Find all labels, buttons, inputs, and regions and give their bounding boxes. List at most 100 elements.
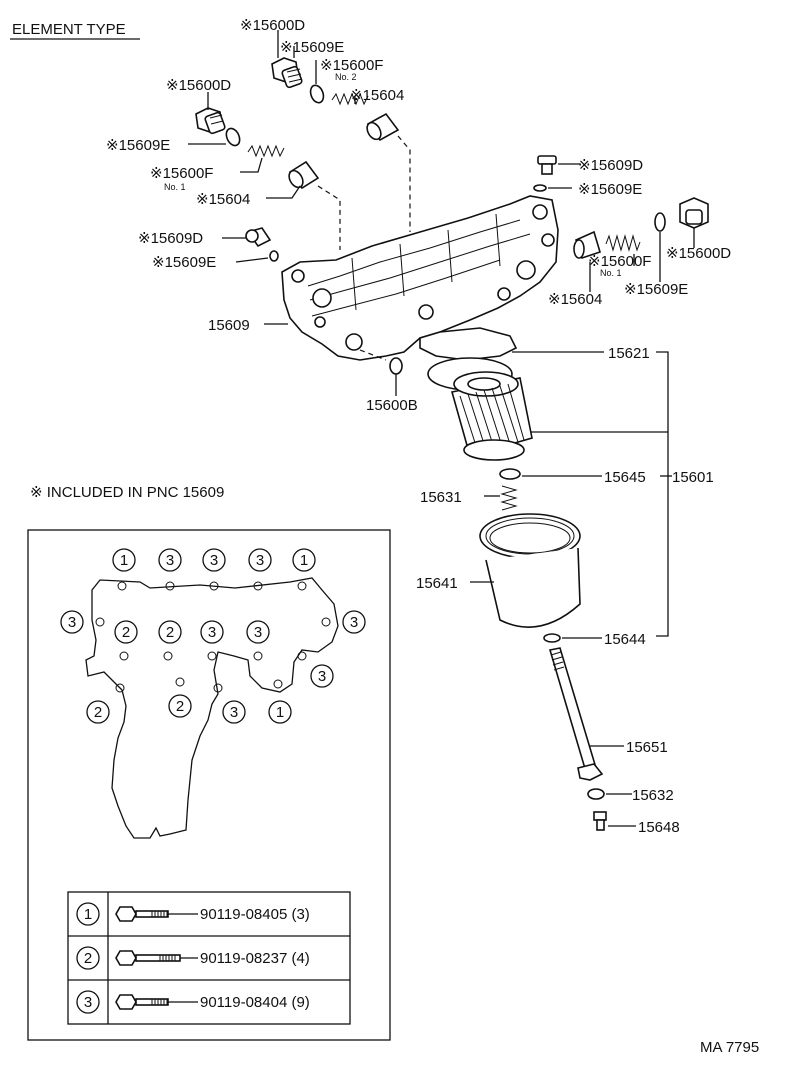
label-15609d-left: ※15609D [138,230,203,247]
header: ELEMENT TYPE [10,21,140,40]
bolt-row-mark-3-text: 3 [84,994,92,1011]
bolt-row-1: 1 90119-08405 (3) [76,902,310,926]
gasket-bolt-holes [95,581,331,693]
plug-15600d-left [195,107,226,135]
label-15632: 15632 [632,787,674,804]
assembly-line-left [317,185,341,250]
gasket-mark-bottom-3: 3 [222,700,246,724]
label-15600f-no1-right: ※15600F [588,253,651,270]
label-15604-right: ※15604 [548,291,602,308]
gasket-mark-bottom-2: 2 [168,694,192,718]
gasket-15609e-right [533,184,547,192]
included-note: ※ INCLUDED IN PNC 15609 [30,484,224,501]
bolt-part-number: 90119-08405 (3) [200,906,310,923]
piston-15604-right [573,230,601,260]
bolt-row-mark-1: 1 [76,902,100,926]
gasket-mark-top-3-text: 3 [210,552,218,569]
gasket-mark-top-2: 3 [158,548,182,572]
label-15609: 15609 [208,317,250,334]
center-bolt-15651 [548,647,604,781]
label-no1-left: No. 1 [164,182,186,192]
label-15644: 15644 [604,631,646,648]
label-15609e-left2: ※15609E [152,254,216,271]
gasket-mark-bottom-4-text: 1 [276,704,284,721]
label-15651: 15651 [626,739,668,756]
gasket-mark-top-2-text: 3 [166,552,174,569]
gasket-mark-bottom-1: 2 [86,700,110,724]
gasket-mark-top-5-text: 1 [300,552,308,569]
label-15609e-right: ※15609E [578,181,642,198]
piston-15604-left [288,160,320,190]
piston-15604-top [366,112,400,142]
spring-15600f-no1-right [605,234,641,252]
bolt-part-number: 90119-08237 (4) [200,950,310,967]
gasket-15609e-top [309,84,325,104]
label-15609d-right: ※15609D [578,157,643,174]
bracket-15601 [656,351,669,637]
gasket-mark-mid-4: 3 [246,620,270,644]
spring-15631 [500,485,518,511]
plug-15609d-left [245,227,272,248]
gasket-15609e-right2 [654,212,666,232]
label-15609e-top: ※15609E [280,39,344,56]
gasket-mark-top-3: 3 [202,548,226,572]
plug-15600d-top [271,57,303,89]
bolt-icon [115,950,181,966]
label-15600b: 15600B [366,397,418,414]
drain-plug-15648 [593,811,607,831]
label-15600d-left: ※15600D [166,77,231,94]
gasket-mark-top-1-text: 1 [120,552,128,569]
relief-valve-no1-right-group: ※15600F No. 1 ※15600D ※15604 ※15609E [548,197,731,308]
gasket-mark-top-5: 1 [292,548,316,572]
plug-group-right: ※15609D ※15609E [533,155,643,198]
o-ring-15600b [359,349,403,396]
bolt-icon [115,994,169,1010]
relief-valve-no1-left-group: ※15600D ※15609E ※15600F No. 1 ※15604 [106,77,341,250]
leader-15604-left [266,185,301,199]
label-no1-right: No. 1 [600,268,622,278]
label-15600f-no1-left: ※15600F [150,165,213,182]
label-15604-top: ※15604 [350,87,404,104]
gasket-mark-top-1: 1 [112,548,136,572]
filter-element-15621 [427,357,533,461]
gasket-15632 [587,788,605,800]
label-15645: 15645 [604,469,646,486]
label-15600d-top: ※15600D [240,17,305,34]
gasket-mark-mid-2: 2 [158,620,182,644]
gasket-mark-mid-3: 3 [200,620,224,644]
gasket-mark-bottom-4: 1 [268,700,292,724]
bolt-row-mark-2-text: 2 [84,950,92,967]
assembly-line-top [397,135,411,232]
label-15601: 15601 [672,469,714,486]
gasket-mark-left-text: 3 [68,614,76,631]
plug-group-left-lower: ※15609D ※15609E [138,227,279,271]
gasket-mark-mid-1: 2 [114,620,138,644]
gasket-mark-right-lower-text: 3 [318,668,326,685]
label-15648: 15648 [638,819,680,836]
relief-valve-no2-group: ※15600D ※15609E ※15600F No. 2 ※15604 [240,17,411,232]
label-15641: 15641 [416,575,458,592]
gasket-mark-right: 3 [342,610,366,634]
spring-15600f-no2 [331,92,369,106]
bolt-row-mark-1-text: 1 [84,906,92,923]
bolt-row-mark-3: 3 [76,990,100,1014]
diagram-ref: MA 7795 [700,1039,759,1056]
leader-15600f-no1-left [240,157,263,173]
gasket-box-frame [27,529,391,1041]
gasket-mark-left: 3 [60,610,84,634]
gasket-mark-bottom-1-text: 2 [94,704,102,721]
bolt-row-mark-2: 2 [76,946,100,970]
leader-15609e-left2 [235,257,269,263]
gasket-mark-top-4: 3 [248,548,272,572]
bolt-icon [115,906,169,922]
gasket-mark-mid-3-text: 3 [208,624,216,641]
gasket-15609e-left [225,127,241,147]
gasket-mark-top-4-text: 3 [256,552,264,569]
oil-filter-bracket-15609 [281,195,559,361]
label-no2: No. 2 [335,72,357,82]
gasket-mark-bottom-3-text: 3 [230,704,238,721]
